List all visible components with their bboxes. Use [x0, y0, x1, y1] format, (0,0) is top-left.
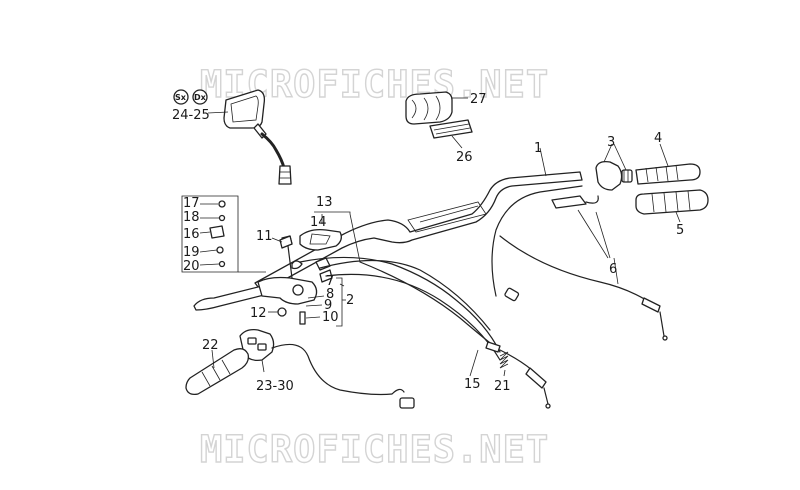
callout-3: 3 [607, 135, 615, 150]
callout-11: 11 [256, 229, 273, 244]
badge-left: Sx [175, 93, 187, 102]
callout-12: 12 [250, 306, 267, 321]
callout-1: 1 [534, 141, 542, 156]
callout-14: 14 [310, 215, 327, 230]
callout-19: 19 [183, 245, 200, 260]
callout-15: 15 [464, 377, 481, 392]
callout-22: 22 [202, 338, 219, 353]
callout-20: 20 [183, 259, 200, 274]
callout-10: 10 [322, 310, 339, 325]
throttle-cables [491, 185, 668, 341]
left-switch-grip [185, 328, 275, 396]
callout-9: 9 [324, 298, 332, 313]
left-grip-loose [635, 189, 709, 215]
callout-2: 2 [346, 293, 354, 308]
callout-23-30: 23-30 [256, 379, 294, 394]
callout-21: 21 [494, 379, 511, 394]
callout-26: 26 [456, 150, 473, 165]
right-grip [635, 163, 701, 185]
callout-18: 18 [183, 210, 200, 225]
watermark-bottom: MICROFICHES.NET [200, 428, 549, 471]
callout-8: 8 [326, 287, 334, 302]
pad-part [429, 119, 473, 139]
side-badges: Sx Dx [173, 89, 208, 105]
clutch-cable [359, 261, 551, 409]
switch-wiring [271, 343, 415, 409]
callout-13: 13 [316, 195, 333, 210]
handlebar [254, 171, 583, 293]
callout-17: 17 [183, 196, 200, 211]
callout-7: 7 [326, 274, 334, 289]
grip-wrap-part [405, 91, 453, 125]
small-parts-box [181, 195, 266, 273]
throttle-housing [595, 160, 633, 191]
switch-14 [299, 228, 342, 251]
callout-16: 16 [183, 227, 200, 242]
callout-24-25: 24-25 [172, 108, 210, 123]
callout-27: 27 [470, 92, 487, 107]
mirror-assembly [223, 89, 292, 185]
screw-11 [279, 235, 293, 249]
callout-4: 4 [654, 131, 662, 146]
badge-right: Dx [194, 93, 207, 102]
callout-5: 5 [676, 223, 684, 238]
callout-6: 6 [609, 262, 617, 277]
